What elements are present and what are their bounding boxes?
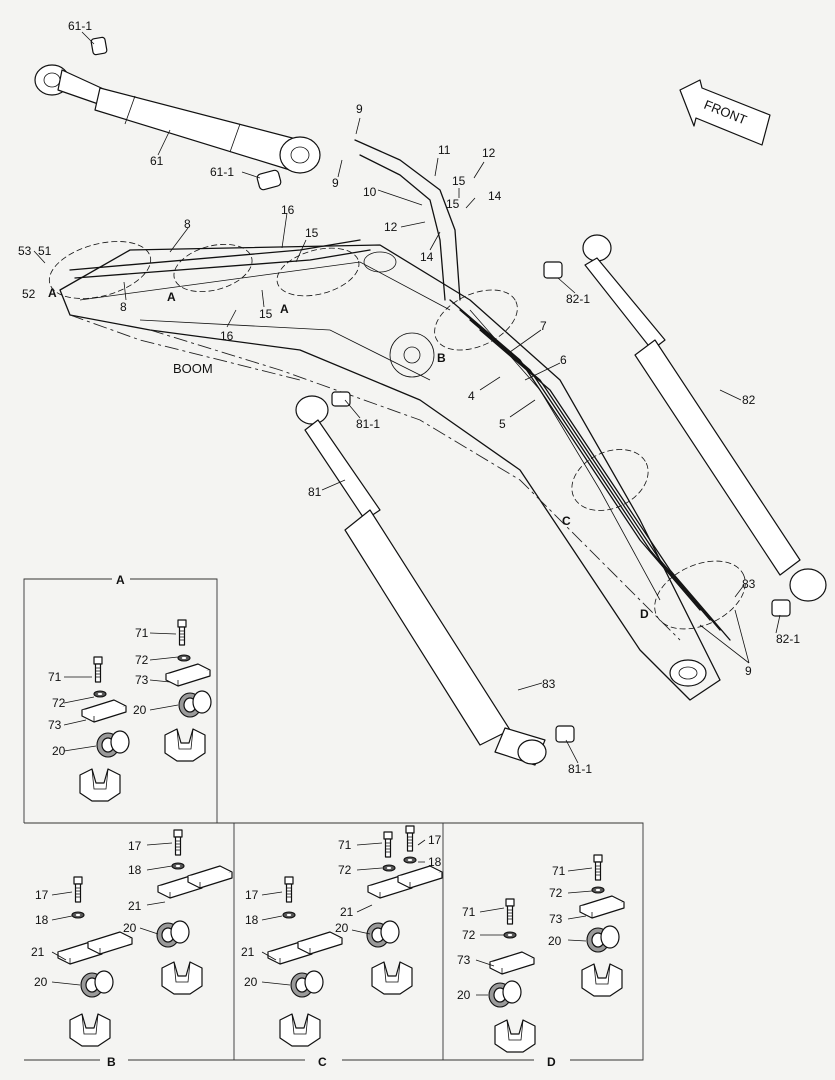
label-a-1: A [48,286,57,300]
svg-text:73: 73 [549,912,563,926]
label-7: 7 [540,319,547,333]
svg-text:20: 20 [52,744,66,758]
label-83-a: 83 [542,677,556,691]
label-15-c: 15 [305,226,319,240]
svg-text:17: 17 [245,888,259,902]
svg-text:72: 72 [549,886,563,900]
cylinder-61 [34,36,321,191]
label-15-b: 15 [446,197,460,211]
cylinder-82 [543,234,827,617]
svg-text:20: 20 [457,988,471,1002]
label-61-1-mid: 61-1 [210,165,234,179]
label-52: 52 [22,287,36,301]
cylinder-81 [295,391,575,766]
label-12-b: 12 [384,220,398,234]
label-15-d: 15 [259,307,273,321]
svg-text:20: 20 [34,975,48,989]
label-61-1-top: 61-1 [68,19,92,33]
label-boom: BOOM [173,361,213,376]
label-11: 11 [438,143,451,157]
label-d: D [640,607,649,621]
label-53: 53 [18,244,32,258]
label-b: B [437,351,446,365]
svg-text:72: 72 [462,928,476,942]
svg-text:17: 17 [35,888,49,902]
svg-text:20: 20 [335,921,349,935]
label-a-2: A [167,290,176,304]
label-82-1-top: 82-1 [566,292,590,306]
label-9-c: 9 [745,664,752,678]
panel-d-parts: 71 72 73 20 71 72 73 20 [457,854,625,1053]
label-14-b: 14 [420,250,434,264]
svg-text:18: 18 [35,913,49,927]
label-9-b: 9 [332,176,339,190]
svg-text:18: 18 [428,855,442,869]
svg-text:71: 71 [552,864,566,878]
label-16-a: 16 [281,203,295,217]
label-a-3: A [280,302,289,316]
panel-a-parts: 71 72 73 20 71 72 73 20 [48,619,212,802]
label-8-b: 8 [120,300,127,314]
svg-text:21: 21 [340,905,354,919]
label-15-a: 15 [452,174,466,188]
panel-c-title: C [318,1055,327,1069]
svg-text:18: 18 [245,913,259,927]
svg-text:73: 73 [48,718,62,732]
svg-text:73: 73 [135,673,149,687]
label-14-a: 14 [488,189,502,203]
label-c: C [562,514,571,528]
label-82: 82 [742,393,756,407]
label-81-1-top: 81-1 [356,417,380,431]
label-81: 81 [308,485,322,499]
svg-text:17: 17 [428,833,442,847]
front-arrow [679,79,771,146]
svg-text:18: 18 [128,863,142,877]
svg-text:21: 21 [31,945,45,959]
label-8-a: 8 [184,217,191,231]
svg-text:71: 71 [462,905,476,919]
panel-b-parts: 17 18 21 20 17 18 21 20 [31,829,233,1047]
svg-text:21: 21 [128,899,142,913]
label-16-b: 16 [220,329,234,343]
svg-text:20: 20 [123,921,137,935]
label-82-1-bot: 82-1 [776,632,800,646]
hose-lines [69,139,731,641]
boom-body [59,244,721,701]
label-51: 51 [38,244,52,258]
svg-text:72: 72 [52,696,66,710]
panel-c-parts: 71 17 72 18 17 18 21 20 21 20 [241,825,443,1047]
label-81-1-bot: 81-1 [568,762,592,776]
svg-text:20: 20 [244,975,258,989]
panel-d-title: D [547,1055,556,1069]
svg-text:73: 73 [457,953,471,967]
svg-text:20: 20 [548,934,562,948]
callout-ellipses [48,241,746,630]
label-12-a: 12 [482,146,496,160]
panel-a-title: A [116,573,125,587]
leader-lines [33,31,781,764]
svg-text:71: 71 [48,670,62,684]
label-61: 61 [150,154,164,168]
svg-text:21: 21 [241,945,255,959]
label-4: 4 [468,389,475,403]
svg-text:71: 71 [135,626,149,640]
panel-b-title: B [107,1055,116,1069]
label-9-a: 9 [356,102,363,116]
label-10: 10 [363,185,377,199]
label-6: 6 [560,353,567,367]
label-83-b: 83 [742,577,756,591]
svg-text:72: 72 [338,863,352,877]
svg-text:71: 71 [338,838,352,852]
svg-text:20: 20 [133,703,147,717]
svg-text:72: 72 [135,653,149,667]
label-5: 5 [499,417,506,431]
detail-panels: A B C D 71 72 73 20 71 72 73 20 [23,573,644,1069]
svg-text:17: 17 [128,839,142,853]
